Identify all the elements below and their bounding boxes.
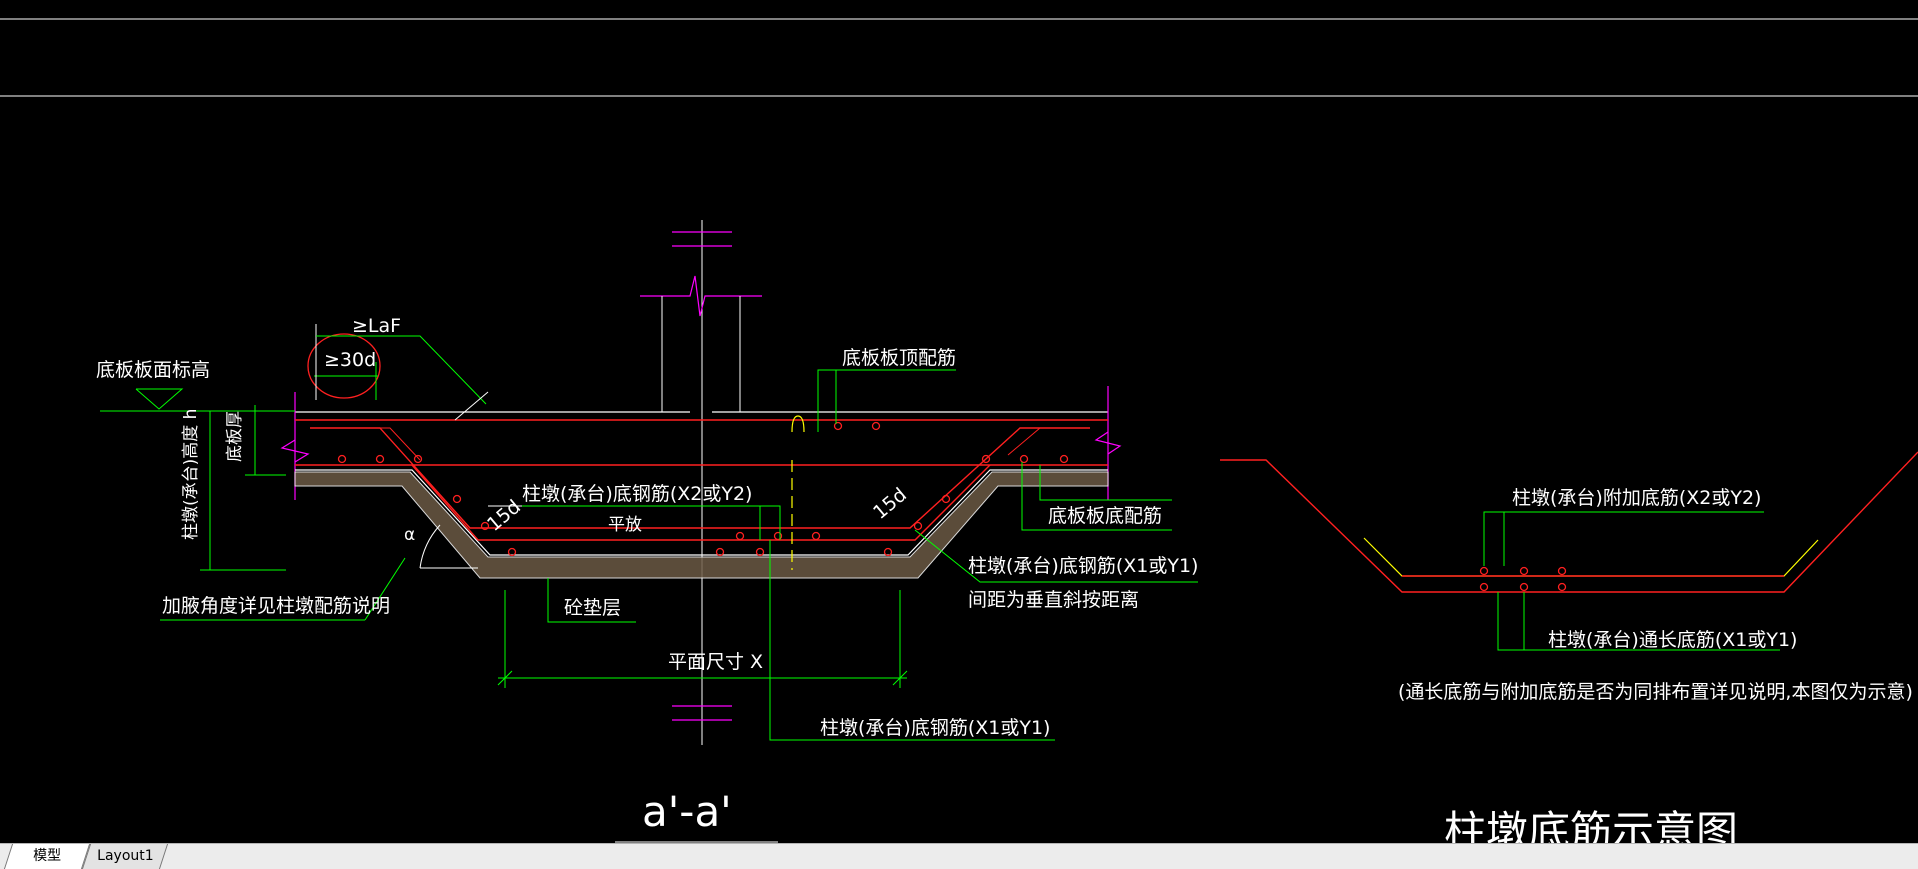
right-diagram-title: 柱墩底筋示意图 <box>1444 807 1738 843</box>
section-detail <box>100 220 1198 843</box>
label-spacing-note: 间距为垂直斜按距离 <box>968 589 1139 611</box>
label-through-bottom: 柱墩(承台)通长底筋(X1或Y1) <box>1548 629 1797 651</box>
label-15d-left: 15d <box>483 496 525 536</box>
tab-model[interactable]: 模型 <box>3 844 91 869</box>
label-alpha: α <box>404 525 415 545</box>
label-30d: ≥30d <box>324 349 376 371</box>
label-slab-thickness: 底板厚 <box>225 411 245 462</box>
label-slab-top-rebar: 底板板顶配筋 <box>842 347 956 369</box>
tab-layout1-label: Layout1 <box>96 848 154 864</box>
label-slab-bottom-rebar: 底板板底配筋 <box>1048 505 1162 527</box>
tab-layout1[interactable]: Layout1 <box>81 844 169 869</box>
section-title: a'-a' <box>642 787 732 836</box>
label-cushion: 砼垫层 <box>564 597 621 619</box>
label-slab-top-elev: 底板板面标高 <box>96 359 210 381</box>
label-pier-bottom-x2y2: 柱墩(承台)底钢筋(X2或Y2) <box>522 483 752 505</box>
label-additional-bottom: 柱墩(承台)附加底筋(X2或Y2) <box>1512 487 1761 509</box>
label-15d-right: 15d <box>869 484 911 524</box>
tab-model-label: 模型 <box>33 848 62 864</box>
label-plan-size: 平面尺寸 X <box>668 651 763 673</box>
label-laf: ≥LaF <box>352 315 401 337</box>
pier-bottom-rebar-diagram <box>1220 451 1918 651</box>
cad-drawing-canvas[interactable]: 底板板面标高 ≥LaF ≥30d 底板厚 柱墩(承台)高度 h 底板板顶配筋 柱… <box>0 0 1918 843</box>
label-right-note: (通长底筋与附加底筋是否为同排布置详见说明,本图仅为示意) <box>1398 681 1913 703</box>
label-flat: 平放 <box>608 515 642 535</box>
label-pier-bottom-x1y1: 柱墩(承台)底钢筋(X1或Y1) <box>968 555 1198 577</box>
label-pier-bottom-x1y1-2: 柱墩(承台)底钢筋(X1或Y1) <box>820 717 1050 739</box>
layout-tab-bar: 模型 Layout1 <box>0 843 1918 869</box>
label-pier-height: 柱墩(承台)高度 h <box>181 409 201 540</box>
label-haunch-note: 加腋角度详见柱墩配筋说明 <box>162 595 390 617</box>
